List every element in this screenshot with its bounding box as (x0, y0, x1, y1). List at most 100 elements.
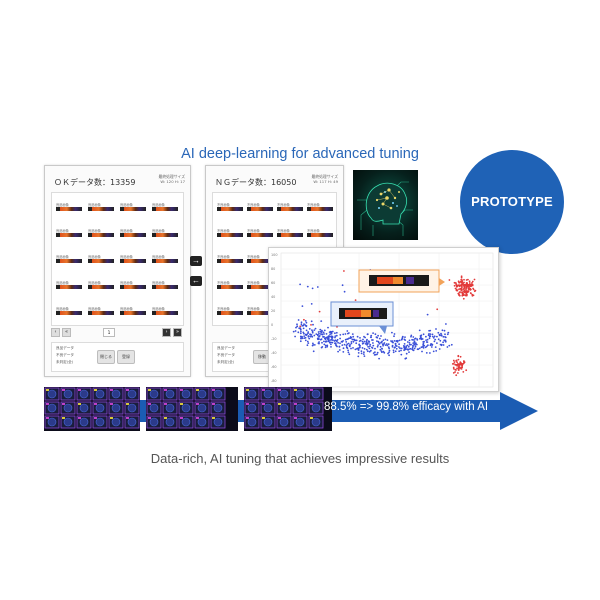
thumbnail[interactable]: 良品画像 (152, 307, 178, 316)
thumbnail[interactable]: 良品画像 (56, 229, 82, 238)
thumbnail-label: 不良画像 (247, 229, 260, 233)
blue-point (428, 329, 430, 332)
thumbnail-image (152, 207, 178, 211)
red-point (465, 284, 468, 287)
blue-point (406, 341, 409, 343)
blue-point (412, 344, 414, 347)
thumbnail-image (277, 207, 303, 211)
move-left-button[interactable]: ← (190, 276, 202, 286)
radio-good[interactable]: 良品データ (217, 346, 235, 350)
thumbnail[interactable]: 不良画像 (247, 307, 273, 316)
thumbnail[interactable]: 良品画像 (152, 281, 178, 290)
thumbnail[interactable]: 不良画像 (277, 229, 303, 238)
thumbnail-image (217, 207, 243, 211)
thumbnail[interactable]: 不良画像 (247, 255, 273, 264)
thumbnail-image (152, 233, 178, 237)
blue-point (331, 341, 334, 344)
thumbnail[interactable]: 良品画像 (88, 203, 114, 212)
thumbnail[interactable]: 不良画像 (247, 281, 273, 290)
thumbnail[interactable]: 良品画像 (56, 255, 82, 264)
thumbnail[interactable]: 良品画像 (88, 229, 114, 238)
blue-point (321, 329, 323, 332)
thumbnail[interactable]: 良品画像 (120, 203, 146, 212)
blue-point (425, 335, 427, 338)
page-input[interactable]: 1 (103, 328, 115, 337)
blue-point (388, 354, 390, 357)
thumbnail[interactable]: 不良画像 (217, 307, 243, 316)
red-point (457, 292, 460, 295)
blue-point (437, 331, 440, 334)
thumbnail[interactable]: 良品画像 (88, 307, 114, 316)
thumbnail[interactable]: 不良画像 (217, 255, 243, 264)
blue-point (444, 336, 446, 338)
thumbnail[interactable]: 不良画像 (217, 203, 243, 212)
move-right-button[interactable]: → (190, 256, 202, 266)
thumbnail-label: 不良画像 (277, 229, 290, 233)
thumbnail[interactable]: 良品画像 (152, 229, 178, 238)
thumbnail-label: 良品画像 (152, 281, 165, 285)
thumbnail[interactable]: 不良画像 (307, 203, 333, 212)
prev-page-button[interactable]: ‹ (51, 328, 60, 337)
blue-point (348, 353, 351, 356)
red-point (452, 359, 455, 362)
blue-point (405, 345, 408, 348)
thumbnail[interactable]: 不良画像 (217, 229, 243, 238)
blue-point (346, 347, 349, 350)
blue-point (313, 334, 316, 337)
blue-point (440, 332, 442, 335)
thumbnail[interactable]: 不良画像 (247, 229, 273, 238)
blue-point (378, 337, 381, 340)
blue-point (323, 340, 325, 343)
first-page-button[interactable]: « (62, 328, 71, 337)
thumbnail[interactable]: 良品画像 (152, 255, 178, 264)
blue-point (366, 338, 368, 341)
radio-good[interactable]: 良品データ (56, 346, 74, 350)
close-button[interactable]: 閉じる (97, 350, 115, 364)
blue-point (312, 342, 314, 345)
thumbnail[interactable]: 良品画像 (120, 229, 146, 238)
thumbnail[interactable]: 良品画像 (120, 307, 146, 316)
red-point (468, 288, 470, 290)
register-button[interactable]: 登録 (117, 350, 135, 364)
radio-bad[interactable]: 不良データ (56, 353, 74, 357)
blue-point (361, 340, 364, 343)
chip-image-strip-2 (146, 387, 238, 431)
blue-point (336, 338, 339, 341)
blue-point (418, 329, 421, 332)
red-point (458, 365, 460, 367)
blue-point (443, 329, 446, 332)
blue-point (301, 335, 303, 338)
last-page-button[interactable]: » (173, 328, 182, 337)
stray-point (301, 305, 304, 307)
blue-point (299, 332, 302, 335)
radio-unjudged[interactable]: 未判定(全) (217, 360, 235, 364)
thumbnail-image (247, 311, 273, 315)
stray-point (306, 285, 309, 288)
thumbnail[interactable]: 良品画像 (56, 281, 82, 290)
thumbnail[interactable]: 良品画像 (56, 307, 82, 316)
thumbnail[interactable]: 不良画像 (307, 229, 333, 238)
blue-point (337, 350, 339, 353)
blue-point (447, 331, 450, 334)
thumbnail[interactable]: 良品画像 (88, 281, 114, 290)
thumbnail[interactable]: 不良画像 (217, 281, 243, 290)
blue-point (329, 333, 331, 336)
thumbnail[interactable]: 不良画像 (247, 203, 273, 212)
radio-bad[interactable]: 不良データ (217, 353, 235, 357)
thumbnail[interactable]: 良品画像 (152, 203, 178, 212)
radio-unjudged[interactable]: 未判定(全) (56, 360, 74, 364)
thumbnail[interactable]: 良品画像 (120, 255, 146, 264)
blue-point (346, 343, 349, 346)
thumbnail[interactable]: 良品画像 (88, 255, 114, 264)
red-point (472, 288, 475, 291)
thumbnail[interactable]: 良品画像 (120, 281, 146, 290)
thumbnail[interactable]: 不良画像 (277, 203, 303, 212)
blue-point (326, 345, 329, 348)
blue-point (302, 331, 305, 334)
next-page-button[interactable]: › (162, 328, 171, 337)
red-point (459, 284, 462, 287)
blue-point (421, 350, 423, 353)
blue-point (415, 342, 417, 345)
thumbnail-image (217, 233, 243, 237)
thumbnail[interactable]: 良品画像 (56, 203, 82, 212)
